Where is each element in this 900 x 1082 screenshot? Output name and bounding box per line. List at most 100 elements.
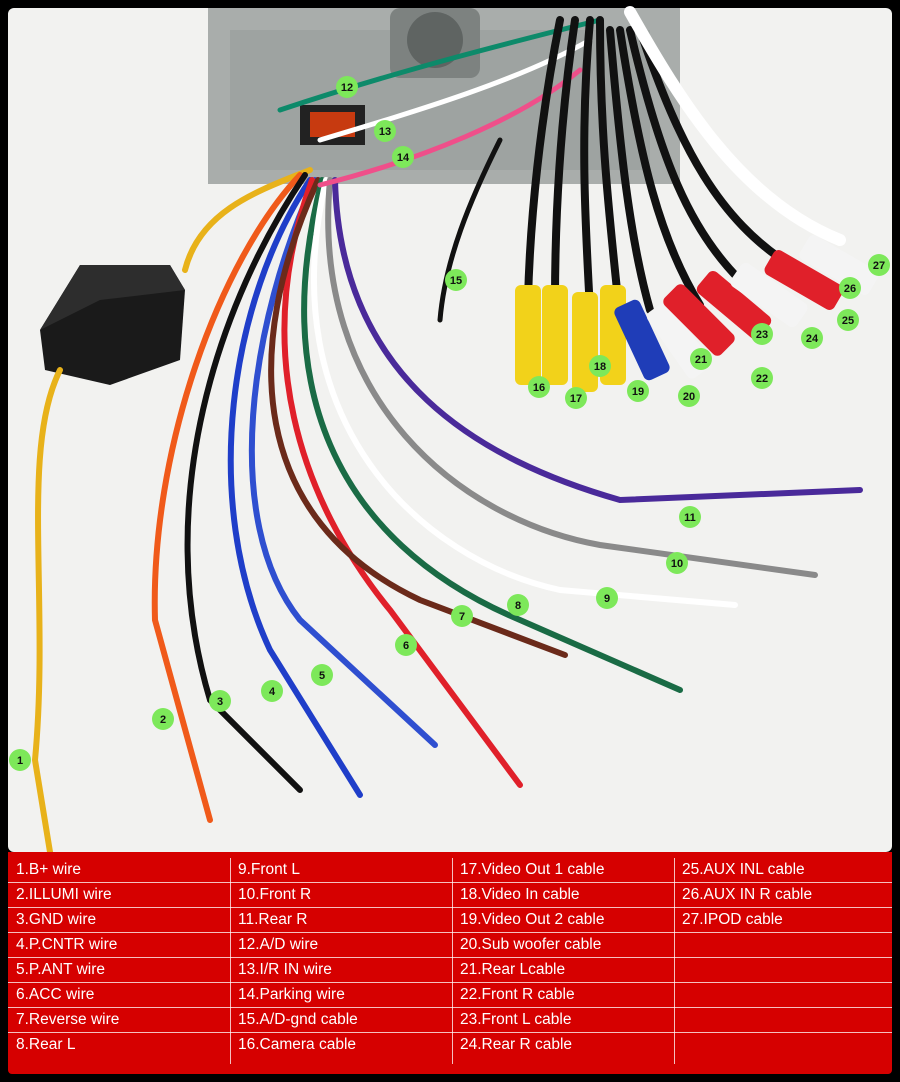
marker-14: 14 <box>392 146 414 168</box>
illumi-wire <box>151 172 303 823</box>
legend-item: 23.Front L cable <box>452 1008 674 1033</box>
marker-25: 25 <box>837 309 859 331</box>
marker-label: 21 <box>695 354 707 366</box>
legend-item: 15.A/D-gnd cable <box>230 1008 452 1033</box>
marker-15: 15 <box>445 269 467 291</box>
marker-label: 10 <box>671 558 683 570</box>
marker-24: 24 <box>801 327 823 349</box>
legend-divider <box>230 858 231 1064</box>
marker-label: 26 <box>844 283 856 295</box>
marker-9: 9 <box>596 587 618 609</box>
marker-20: 20 <box>678 385 700 407</box>
marker-7: 7 <box>451 605 473 627</box>
front-l-wire <box>311 177 738 608</box>
ad-wire <box>277 17 603 113</box>
marker-11: 11 <box>679 506 701 528</box>
legend-item: 27.IPOD cable <box>674 908 892 933</box>
legend-item: 10.Front R <box>230 883 452 908</box>
legend-item <box>674 933 892 958</box>
legend-item: 11.Rear R <box>230 908 452 933</box>
legend-divider <box>674 858 675 1064</box>
photo-background <box>8 8 892 852</box>
legend-item: 7.Reverse wire <box>8 1008 230 1033</box>
marker-label: 12 <box>341 82 353 94</box>
marker-label: 2 <box>160 714 166 726</box>
front-r-wire <box>325 177 818 578</box>
legend-item: 12.A/D wire <box>230 933 452 958</box>
wires <box>31 6 863 852</box>
marker-label: 20 <box>683 391 695 403</box>
marker-13: 13 <box>374 120 396 142</box>
legend-item: 24.Rear R cable <box>460 1036 573 1053</box>
marker-label: 23 <box>756 329 768 341</box>
rear-l-wire <box>301 177 683 693</box>
marker-18: 18 <box>589 355 611 377</box>
legend-item: 21.Rear Lcable <box>452 958 674 983</box>
marker-1: 1 <box>9 749 31 771</box>
marker-23: 23 <box>751 323 773 345</box>
legend-item: 3.GND wire <box>8 908 230 933</box>
legend-item: 19.Video Out 2 cable <box>452 908 674 933</box>
marker-6: 6 <box>395 634 417 656</box>
marker-5: 5 <box>311 664 333 686</box>
marker-21: 21 <box>690 348 712 370</box>
legend-item: 13.I/R IN wire <box>230 958 452 983</box>
marker-10: 10 <box>666 552 688 574</box>
ipod-cable <box>624 6 846 246</box>
marker-22: 22 <box>751 367 773 389</box>
marker-label: 14 <box>397 152 410 164</box>
gnd-wire <box>184 172 308 793</box>
pcntr-wire <box>227 177 363 798</box>
legend-item: 8.Rear L <box>16 1036 76 1053</box>
legend-item: 20.Sub woofer cable <box>452 933 674 958</box>
fuse-box <box>40 265 185 385</box>
marker-12: 12 <box>336 76 358 98</box>
reverse-wire <box>268 177 568 658</box>
legend-item: 6.ACC wire <box>8 983 230 1008</box>
legend-item: 14.Parking wire <box>230 983 452 1008</box>
marker-label: 8 <box>515 600 521 612</box>
legend-item <box>674 1008 892 1033</box>
marker-26: 26 <box>839 277 861 299</box>
marker-label: 7 <box>459 611 465 623</box>
marker-2: 2 <box>152 708 174 730</box>
marker-label: 9 <box>604 593 610 605</box>
ir-in-wire <box>317 37 593 143</box>
legend-divider <box>452 858 453 1064</box>
b-plus-wire <box>31 167 313 852</box>
marker-27: 27 <box>868 254 890 276</box>
marker-label: 6 <box>403 640 409 652</box>
marker-19: 19 <box>627 380 649 402</box>
rear-r-wire <box>332 177 863 504</box>
legend-item: 4.P.CNTR wire <box>8 933 230 958</box>
marker-label: 16 <box>533 382 545 394</box>
legend-item: 17.Video Out 1 cable <box>452 858 674 883</box>
marker-label: 13 <box>379 126 391 138</box>
marker-label: 5 <box>319 670 325 682</box>
legend-item: 26.AUX IN R cable <box>674 883 892 908</box>
marker-label: 25 <box>842 315 854 327</box>
ad-gnd-cable <box>437 137 503 323</box>
marker-label: 1 <box>17 755 23 767</box>
legend-item: 18.Video In cable <box>452 883 674 908</box>
legend-item: 25.AUX INL cable <box>674 858 892 883</box>
marker-3: 3 <box>209 690 231 712</box>
legend-item: 22.Front R cable <box>452 983 674 1008</box>
legend-item: 2.ILLUMI wire <box>8 883 230 908</box>
legend-item: 5.P.ANT wire <box>8 958 230 983</box>
legend-item: 1.B+ wire <box>8 858 230 883</box>
marker-label: 15 <box>450 275 462 287</box>
marker-label: 18 <box>594 361 606 373</box>
pant-wire <box>248 177 438 748</box>
marker-label: 24 <box>806 333 819 345</box>
marker-label: 27 <box>873 260 885 272</box>
marker-label: 3 <box>217 696 223 708</box>
legend-item: 16.Camera cable <box>238 1036 357 1053</box>
